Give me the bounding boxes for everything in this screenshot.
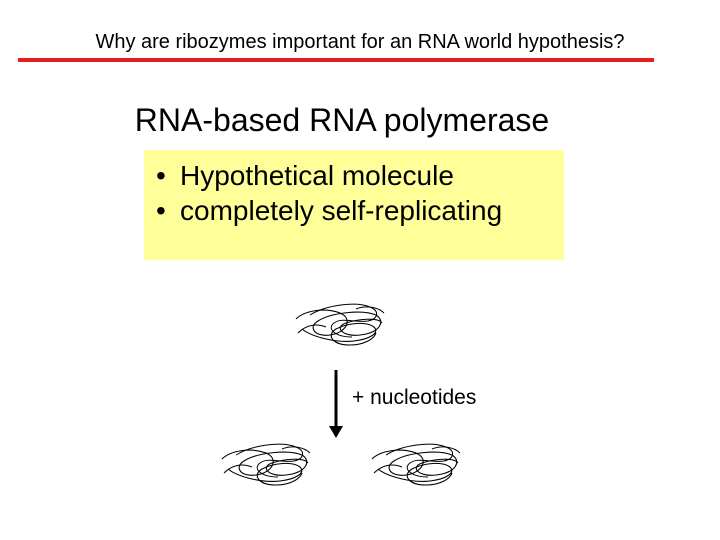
down-arrow-icon bbox=[329, 370, 343, 438]
daughter-rna-molecule-2 bbox=[372, 444, 460, 485]
parent-rna-molecule bbox=[296, 304, 384, 345]
daughter-rna-molecule-1 bbox=[222, 444, 310, 485]
nucleotides-label: + nucleotides bbox=[352, 385, 476, 411]
